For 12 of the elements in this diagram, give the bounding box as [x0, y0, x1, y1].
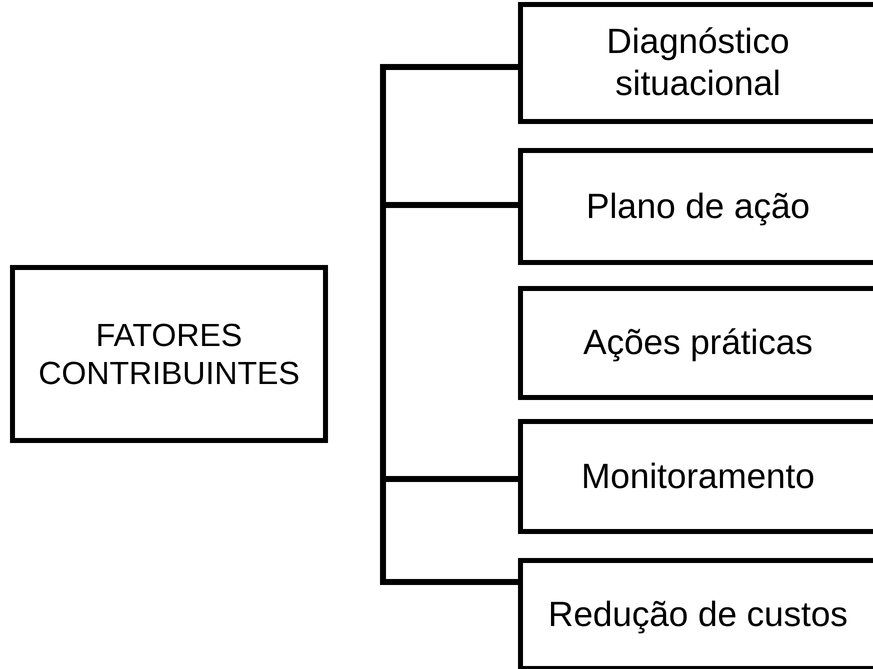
text-box: [518, 286, 873, 400]
box-label: Monitoramento: [581, 456, 815, 498]
box-label: Redução de custos: [548, 594, 848, 636]
box-label: FATORES CONTRIBUINTES: [37, 316, 301, 392]
text-box: [10, 265, 328, 443]
text-box: [518, 419, 873, 534]
text-box: [518, 558, 873, 669]
text-box: [518, 2, 873, 124]
box-label: Plano de ação: [586, 186, 810, 228]
box-label: Diagnóstico situacional: [606, 21, 790, 105]
box-label: Ações práticas: [583, 322, 813, 364]
text-box: [518, 148, 873, 265]
